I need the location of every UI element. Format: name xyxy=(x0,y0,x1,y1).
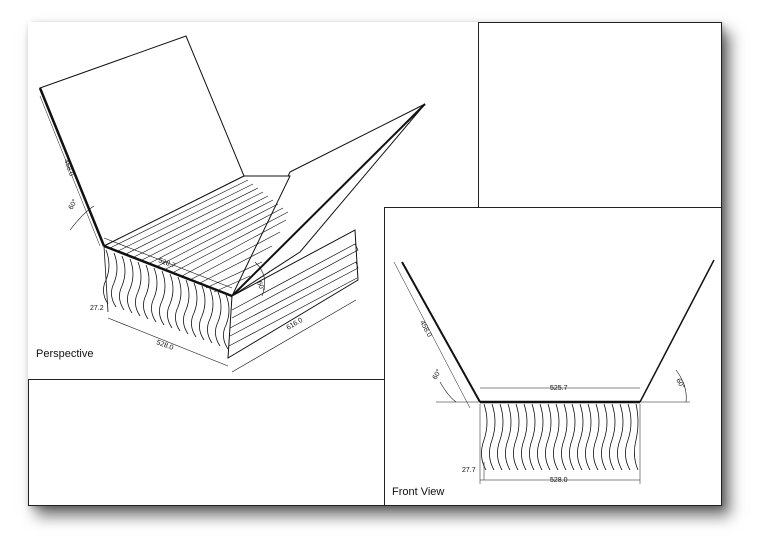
front-left-flap xyxy=(401,261,481,403)
persp-right-flap-edge xyxy=(231,103,426,297)
front-right-angle-label: 60° xyxy=(674,377,686,390)
persp-top-face-lines xyxy=(109,179,289,293)
persp-side-face-lines xyxy=(228,243,359,347)
front-top-width-label: 525.7 xyxy=(550,385,568,392)
front-pleat-height-label: 27.7 xyxy=(462,467,476,474)
persp-left-flap-edge xyxy=(38,87,106,247)
front-flap-height-label: 458.0 xyxy=(418,320,432,339)
persp-right-angle-label: 60° xyxy=(255,280,266,293)
perspective-caption: Perspective xyxy=(36,348,94,360)
front-view-panel xyxy=(384,207,721,505)
persp-side-face xyxy=(227,229,359,359)
persp-bottom-width-label: 528.0 xyxy=(155,339,174,352)
front-bottom-width-label: 528.0 xyxy=(550,477,568,484)
persp-flap-angle-label: 60° xyxy=(67,198,79,211)
persp-pleat-height-label: 27.2 xyxy=(90,305,104,312)
front-left-angle-label: 60° xyxy=(431,368,443,381)
front-right-flap xyxy=(639,259,715,403)
front-pleats xyxy=(481,403,639,471)
front-view-caption: Front View xyxy=(392,486,445,498)
